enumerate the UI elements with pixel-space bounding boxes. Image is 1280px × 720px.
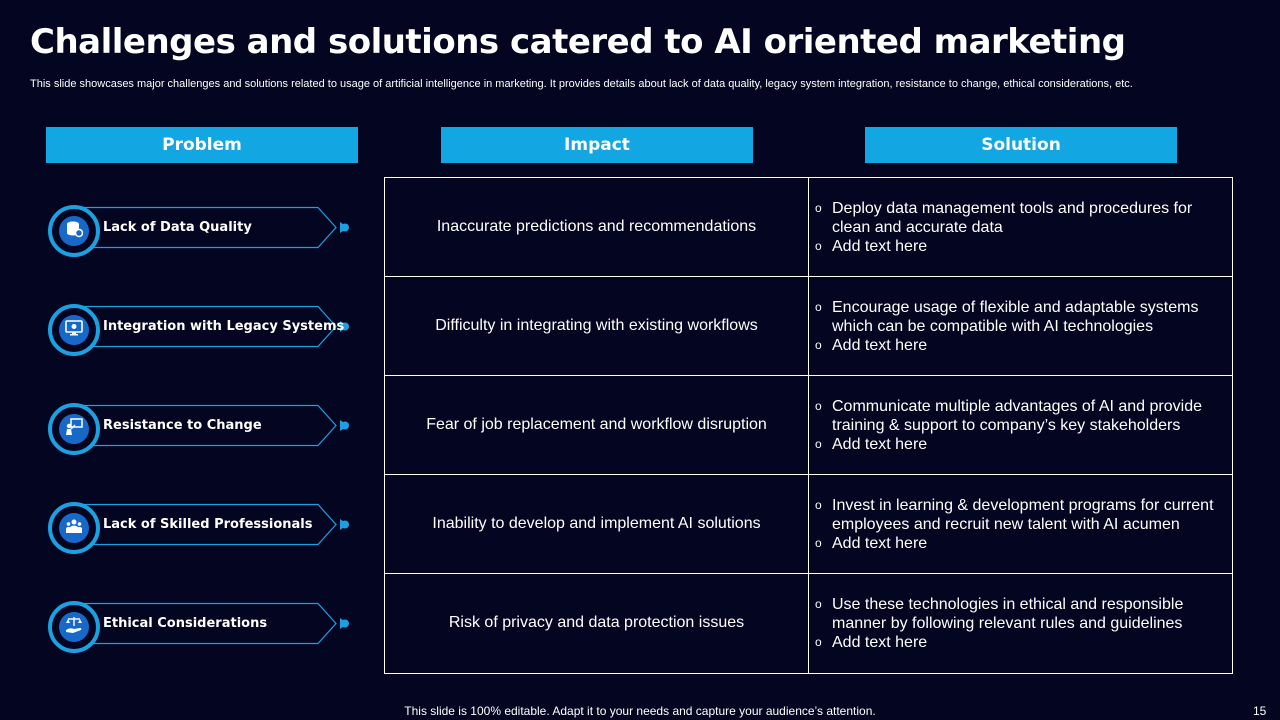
- problem-label: Integration with Legacy Systems: [103, 318, 345, 334]
- impact-cell: Inability to develop and implement AI so…: [432, 515, 761, 532]
- problem-label: Lack of Data Quality: [103, 219, 252, 235]
- problem-item: Integration with Legacy Systems: [48, 304, 358, 356]
- impact-cell: Fear of job replacement and workflow dis…: [426, 416, 767, 433]
- circle-bullet-icon: o: [815, 535, 822, 550]
- solution-bullet: o Encourage usage of flexible and adaptab…: [815, 298, 1225, 336]
- solution-bullet: o Add text here: [815, 336, 1225, 355]
- circle-bullet-icon: o: [815, 337, 822, 352]
- database-gear-icon: [65, 220, 84, 243]
- slide-subtitle: This slide showcases major challenges an…: [30, 78, 1133, 90]
- table-column-divider: [808, 177, 809, 674]
- problem-item: Lack of Skilled Professionals: [48, 502, 358, 554]
- circle-bullet-icon: o: [815, 596, 822, 611]
- solution-header: Solution: [865, 127, 1177, 163]
- solution-text: Encourage usage of flexible and adaptabl…: [832, 298, 1199, 335]
- solution-text: Use these technologies in ethical and re…: [832, 595, 1184, 632]
- solution-text: Add text here: [832, 534, 928, 552]
- circle-bullet-icon: o: [815, 497, 822, 512]
- scale-hand-icon: [65, 616, 83, 639]
- impact-header: Impact: [441, 127, 753, 163]
- solution-bullet: o Add text here: [815, 237, 1225, 256]
- solution-bullet: o Add text here: [815, 435, 1225, 454]
- solution-bullet: o Communicate multiple advantages of AI a…: [815, 397, 1225, 435]
- presenter-icon: [65, 417, 83, 441]
- impact-cell: Inaccurate predictions and recommendatio…: [436, 218, 757, 235]
- impact-cell: Risk of privacy and data protection issu…: [448, 614, 745, 631]
- solution-bullet: o Use these technologies in ethical and r…: [815, 595, 1225, 633]
- problem-item: Resistance to Change: [48, 403, 358, 455]
- solution-bullet: o Invest in learning & development progra…: [815, 496, 1225, 534]
- problem-item-frame: [72, 503, 349, 546]
- page-number: 15: [1253, 704, 1267, 718]
- table-row-divider: [384, 375, 1233, 376]
- solution-cell: o Invest in learning & development progra…: [815, 475, 1225, 573]
- solution-text: Invest in learning & development program…: [832, 496, 1214, 533]
- problem-icon-badge: [48, 205, 100, 257]
- solution-cell: o Deploy data management tools and proced…: [815, 178, 1225, 276]
- problem-label: Resistance to Change: [103, 417, 262, 433]
- solution-text: Add text here: [832, 435, 928, 453]
- solution-cell: o Encourage usage of flexible and adaptab…: [815, 277, 1225, 375]
- solution-bullet: o Deploy data management tools and proced…: [815, 199, 1225, 237]
- slide-title: Challenges and solutions catered to AI o…: [30, 22, 1126, 62]
- problem-icon-badge: [48, 403, 100, 455]
- table-row-divider: [384, 573, 1233, 574]
- solution-bullet: o Add text here: [815, 633, 1225, 652]
- circle-bullet-icon: o: [815, 299, 822, 314]
- footer-note: This slide is 100% editable. Adapt it to…: [404, 704, 876, 718]
- circle-bullet-icon: o: [815, 398, 822, 413]
- problem-label: Lack of Skilled Professionals: [103, 516, 313, 532]
- problem-icon-badge: [48, 304, 100, 356]
- solution-cell: o Communicate multiple advantages of AI a…: [815, 376, 1225, 474]
- problem-item-frame: [72, 404, 349, 447]
- solution-cell: o Use these technologies in ethical and r…: [815, 574, 1225, 672]
- problem-item: Ethical Considerations: [48, 601, 358, 653]
- circle-bullet-icon: o: [815, 436, 822, 451]
- solution-text: Add text here: [832, 633, 928, 651]
- solution-text: Deploy data management tools and procedu…: [832, 199, 1193, 236]
- solution-text: Add text here: [832, 336, 928, 354]
- problem-item: Lack of Data Quality: [48, 205, 358, 257]
- problem-icon-badge: [48, 601, 100, 653]
- table-row-divider: [384, 474, 1233, 475]
- problem-item-frame: [72, 305, 349, 348]
- impact-cell: Difficulty in integrating with existing …: [435, 317, 758, 334]
- monitor-gear-icon: [65, 319, 83, 342]
- problem-item-frame: [72, 206, 349, 249]
- problem-item-frame: [72, 602, 349, 645]
- table-row-divider: [384, 276, 1233, 277]
- circle-bullet-icon: o: [815, 634, 822, 649]
- problem-header: Problem: [46, 127, 358, 163]
- circle-bullet-icon: o: [815, 200, 822, 215]
- solution-text: Communicate multiple advantages of AI an…: [832, 397, 1202, 434]
- team-icon: [65, 517, 83, 540]
- problem-label: Ethical Considerations: [103, 615, 268, 631]
- solution-bullet: o Add text here: [815, 534, 1225, 553]
- problem-icon-badge: [48, 502, 100, 554]
- circle-bullet-icon: o: [815, 238, 822, 253]
- solution-text: Add text here: [832, 237, 928, 255]
